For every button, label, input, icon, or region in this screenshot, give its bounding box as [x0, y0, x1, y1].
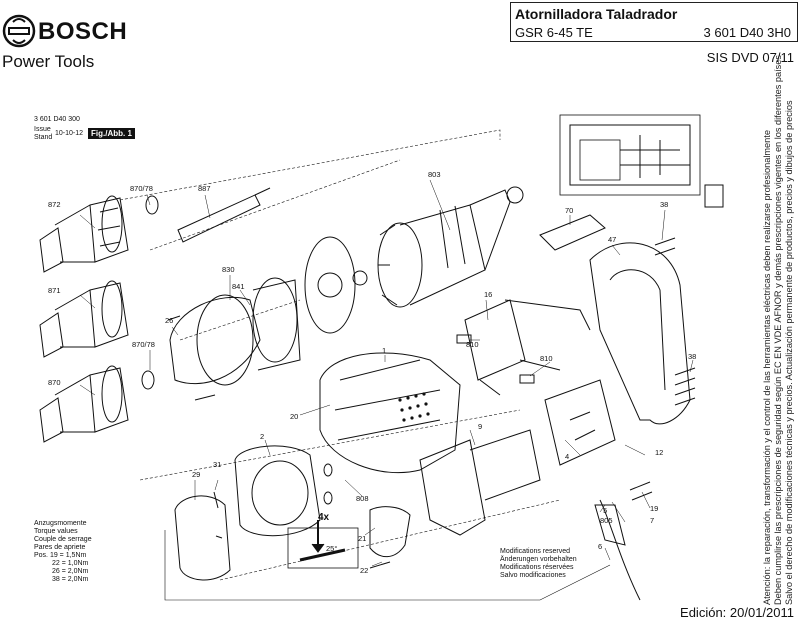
multiplier-label: 4x — [318, 512, 330, 523]
callout-70: 70 — [565, 206, 574, 215]
callout-4: 4 — [565, 452, 570, 461]
modifications-line: Modifications reserved — [500, 548, 571, 555]
callout-22: 22 — [360, 566, 369, 575]
ring-870-78 — [145, 195, 159, 215]
wiring-diagram — [559, 114, 701, 196]
issue-label: Issue — [34, 126, 51, 133]
brand-subtitle: Power Tools — [2, 52, 95, 71]
motor-housing-1 — [319, 352, 461, 474]
tool-title: Atornilladora Taladrador — [515, 6, 678, 22]
torque-line: Anzugsmomente — [34, 520, 87, 527]
callout-1: 1 — [382, 346, 387, 355]
bit-holder-872 — [39, 195, 129, 273]
issue-date: 10-10-12 — [55, 130, 84, 137]
callout-38: 38 — [688, 352, 697, 361]
torque-line: Couple de serrage — [34, 536, 92, 543]
bit-holder-870 — [39, 365, 129, 443]
clip-21 — [369, 506, 411, 558]
callout-26: 26 — [165, 316, 174, 325]
callout-47: 47 — [608, 235, 617, 244]
detail-box — [287, 527, 359, 569]
torque-line: 26 = 2,0Nm — [52, 568, 89, 575]
callout-871: 871 — [48, 286, 61, 295]
brush-810 — [519, 374, 535, 384]
callout-870: 870 — [48, 378, 61, 387]
edition-label: Edición: 20/01/2011 — [680, 605, 794, 620]
tool-model: GSR 6-45 TE — [515, 25, 593, 40]
brush-810 — [456, 334, 472, 344]
callout-21: 21 — [358, 534, 367, 543]
callout-810: 810 — [466, 340, 479, 349]
sis-dvd-label: SIS DVD 07/11 — [706, 50, 794, 65]
stand-label: Stand — [34, 134, 53, 141]
callout-29: 29 — [192, 470, 201, 479]
callout-9: 9 — [478, 422, 483, 431]
bosch-armature-icon — [2, 14, 36, 48]
callout-31: 31 — [213, 460, 222, 469]
callout-19: 19 — [650, 504, 659, 513]
modifications-note: Modifications reserved Änderungen vorbeh… — [500, 548, 577, 580]
callout-7: 7 — [650, 516, 655, 525]
callout-870-78: 870/78 — [132, 340, 155, 349]
gear-housing — [169, 296, 261, 385]
angle-label: 25° — [326, 544, 338, 553]
callout-38: 38 — [660, 200, 669, 209]
callout-887: 887 — [198, 184, 211, 193]
modifications-line: Änderungen vorbehalten — [500, 556, 577, 563]
torque-line: Torque values — [34, 528, 78, 535]
callout-870-78: 870/78 — [130, 184, 153, 193]
torque-line: Pos. 19 = 1,5Nm — [34, 552, 87, 559]
housing-half-47 — [589, 242, 691, 425]
electronics-16 — [464, 299, 526, 381]
ring-870-78 — [141, 370, 155, 390]
part-70 — [539, 214, 606, 251]
callout-810: 810 — [540, 354, 553, 363]
bosch-logo: BOSCH — [2, 14, 132, 50]
callout-6: 6 — [598, 542, 603, 551]
callout-16: 16 — [484, 290, 493, 299]
fan-plate — [304, 236, 356, 334]
torque-line: Pares de apriete — [34, 544, 86, 551]
handle-9 — [419, 439, 486, 536]
stator-2 — [234, 445, 321, 537]
switch-4 — [544, 379, 616, 466]
callout-20: 20 — [290, 412, 299, 421]
title-box: Atornilladora Taladrador GSR 6-45 TE 3 6… — [510, 2, 798, 42]
callout-830: 830 — [222, 265, 235, 274]
callout-803: 803 — [428, 170, 441, 179]
screws — [167, 237, 696, 569]
fig-label: Fig./Abb. 1 — [88, 128, 135, 139]
bit-holder-871 — [39, 280, 129, 358]
callout-12: 12 — [655, 448, 664, 457]
modifications-line: Modifications réservées — [500, 564, 574, 571]
ring-29 — [174, 495, 231, 581]
brand-name: BOSCH — [38, 18, 128, 45]
callout-841: 841 — [232, 282, 245, 291]
modifications-line: Salvo modificaciones — [500, 572, 566, 579]
bit-887 — [177, 194, 261, 243]
torque-line: 22 = 1,0Nm — [52, 560, 89, 567]
callout-805: 805 — [600, 516, 613, 525]
torque-line: 38 = 2,0Nm — [52, 576, 89, 583]
callout-808: 808 — [356, 494, 369, 503]
tool-code: 3 601 D40 3H0 — [703, 25, 791, 40]
callout-872: 872 — [48, 200, 61, 209]
callout-2: 2 — [260, 432, 265, 441]
torque-values: Anzugsmomente Torque values Couple de se… — [34, 520, 92, 584]
callout-5: 5 — [603, 506, 608, 515]
part-code: 3 601 D40 300 — [34, 116, 80, 123]
